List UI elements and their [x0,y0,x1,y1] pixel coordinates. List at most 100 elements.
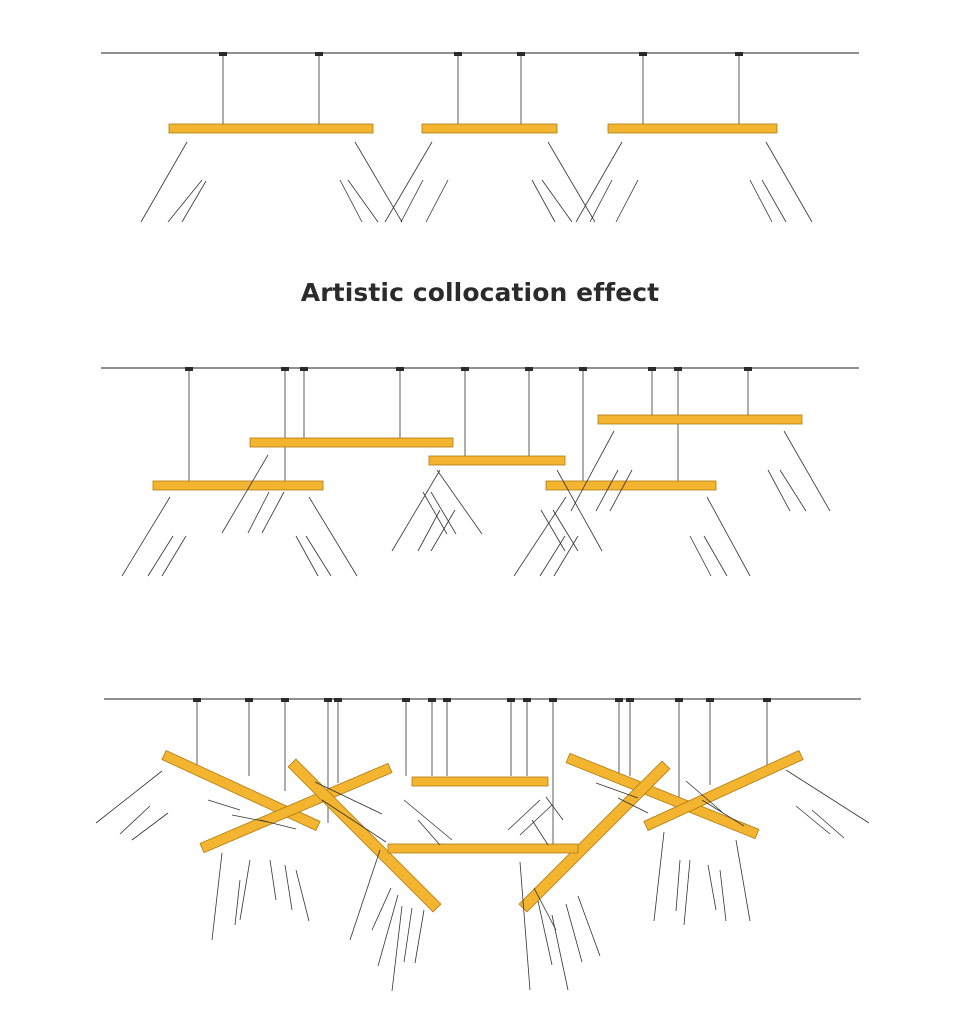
panel-linear-row [101,52,859,223]
light-ray [689,535,712,577]
light-ray [349,849,381,941]
light-ray [577,895,601,957]
ceiling-mount [706,698,714,702]
angled-fixture [287,758,442,913]
light-ray [533,887,557,931]
light-ray [719,869,727,922]
light-ray [414,909,425,964]
light-ray [541,179,573,223]
light-ray [575,141,623,223]
light-ray [354,141,403,223]
ceiling-mount [245,698,253,702]
ceiling-mount [525,367,533,371]
light-ray [761,179,787,223]
linear-fixture [545,480,717,491]
light-ray [595,782,639,799]
ceiling-mount [615,698,623,702]
light-ray [519,804,553,836]
light-ray [615,179,639,223]
light-ray [377,894,399,967]
light-ray [403,799,453,841]
ceiling-mount [648,367,656,371]
light-ray [391,905,403,992]
light-ray [95,770,163,824]
ceiling-mount [396,367,404,371]
light-ray [539,535,566,577]
light-ray [239,859,251,921]
ceiling-mount [324,698,332,702]
linear-fixture [421,123,558,134]
ceiling-mount [523,698,531,702]
ceiling-mount [626,698,634,702]
light-ray [507,799,541,831]
ceiling-mount [744,367,752,371]
light-ray [795,805,831,835]
light-ray [430,491,457,535]
light-ray [247,491,270,534]
light-ray [785,769,870,824]
light-ray [537,900,553,966]
light-ray [321,799,387,843]
linear-fixture [597,414,803,425]
linear-fixture [607,123,778,134]
ceiling-mount [579,367,587,371]
ceiling-mount [219,52,227,56]
light-ray [284,864,293,911]
light-ray [749,179,773,223]
light-ray [391,469,441,552]
light-ray [295,869,310,922]
light-ray [779,469,807,512]
light-ray [121,496,171,577]
ceiling-mount [735,52,743,56]
light-ray [589,179,613,223]
light-ray [261,491,285,534]
light-ray [565,903,583,963]
light-ray [295,535,319,577]
light-ray [181,180,207,223]
light-ray [384,141,433,223]
ceiling-mount [428,698,436,702]
ceiling-mount [281,367,289,371]
light-ray [540,509,566,552]
light-ray [683,859,691,926]
light-ray [417,819,441,846]
ceiling-mount [315,52,323,56]
light-ray [765,141,813,223]
ceiling-mount [549,698,557,702]
ceiling-mount [185,367,193,371]
light-ray [308,496,358,577]
light-ray [653,831,665,922]
light-ray [119,805,151,835]
light-ray [161,535,187,577]
light-ray [436,469,483,535]
light-ray [767,469,791,512]
angled-fixture [643,749,804,832]
ceiling-mount [674,367,682,371]
light-ray [706,496,751,577]
light-ray [531,819,549,846]
light-ray [305,535,332,577]
light-ray [547,141,596,223]
linear-fixture [249,437,454,448]
light-ray [707,864,717,911]
light-ray [221,454,269,534]
ceiling-mount [461,367,469,371]
light-ray [347,179,379,223]
ceiling-mount [517,52,525,56]
linear-fixture [387,843,579,854]
light-ray [556,469,603,552]
angled-fixture [565,752,760,840]
light-ray [675,859,681,912]
ceiling-mount [507,698,515,702]
light-ray [422,491,448,535]
light-ray [147,535,174,577]
light-ray [735,839,751,922]
light-ray [131,812,169,841]
ceiling-mount [454,52,462,56]
light-ray [811,809,845,839]
ceiling-mount [402,698,410,702]
angled-fixture [518,760,671,913]
light-ray [400,179,424,223]
light-ray [314,781,383,815]
light-ray [552,509,579,552]
